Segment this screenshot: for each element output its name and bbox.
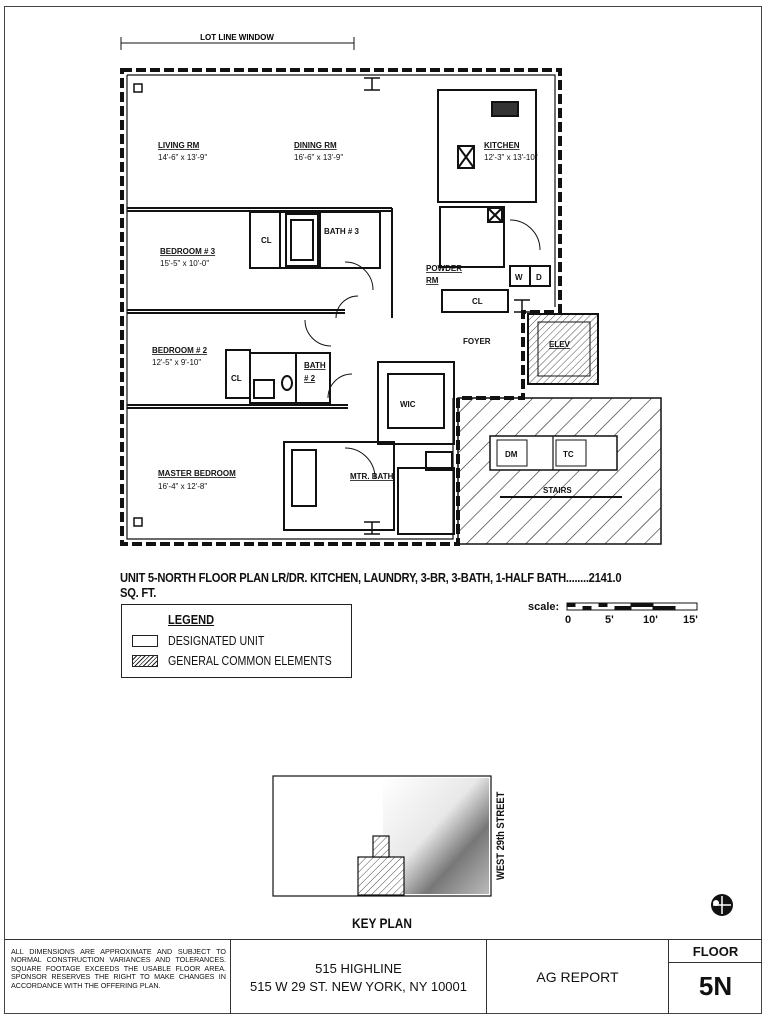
stairs-label: STAIRS xyxy=(543,486,572,495)
bedroom3-label: BEDROOM # 3 xyxy=(160,247,216,256)
bath2-label-2: # 2 xyxy=(304,374,316,383)
floor-value: 5N xyxy=(698,971,733,1001)
bedroom2-dims: 12'-5" x 9'-10" xyxy=(152,358,201,367)
building-address: 515 W 29 ST. NEW YORK, NY 10001 xyxy=(249,979,467,994)
living-room-label: LIVING RM xyxy=(158,141,200,150)
dryer-label: D xyxy=(536,273,542,282)
floor-cell: FLOOR 5N xyxy=(669,940,762,1014)
legend-box: LEGEND DESIGNATED UNIT GENERAL COMMON EL… xyxy=(121,604,352,678)
bath3-label: BATH # 3 xyxy=(324,227,360,236)
tc-label: TC xyxy=(563,450,574,459)
street-label: WEST 29th STREET xyxy=(495,791,507,880)
north-arrow-icon xyxy=(711,894,733,916)
lot-line-window-label: LOT LINE WINDOW xyxy=(200,33,274,42)
legend-title: LEGEND xyxy=(168,612,215,627)
dining-room-dims: 16'-6" x 13'-9" xyxy=(294,153,343,162)
scale-tick-5: 5' xyxy=(605,614,614,626)
legend-swatch-blank xyxy=(132,635,158,647)
powder-room-label-2: RM xyxy=(426,276,439,285)
living-room-dims: 14'-6" x 13'-9" xyxy=(158,153,207,162)
title-block: ALL DIMENSIONS ARE APPROXIMATE AND SUBJE… xyxy=(5,939,762,1014)
scale-tick-15: 15' xyxy=(683,614,698,626)
scale-bar xyxy=(566,602,698,611)
closet-label-foyer: CL xyxy=(472,297,483,306)
key-plan-drawing xyxy=(272,775,492,897)
report-name: AG REPORT xyxy=(536,969,619,985)
dining-room-label: DINING RM xyxy=(294,141,337,150)
column-markers xyxy=(133,77,530,535)
bedroom3-dims: 15'-5" x 10'-0" xyxy=(160,259,209,268)
bath2-label-1: BATH xyxy=(304,361,326,370)
disclaimer-cell: ALL DIMENSIONS ARE APPROXIMATE AND SUBJE… xyxy=(5,940,231,1014)
kitchen-dims: 12'-3" x 13'-10" xyxy=(484,153,538,162)
washer-label: W xyxy=(515,273,523,282)
elevator-label: ELEV xyxy=(549,340,571,349)
dm-label: DM xyxy=(505,450,518,459)
floor-divider xyxy=(669,962,762,963)
room-labels: LIVING RM 14'-6" x 13'-9" DINING RM 16'-… xyxy=(152,141,574,495)
building-cell: 515 HIGHLINE 515 W 29 ST. NEW YORK, NY 1… xyxy=(231,940,487,1014)
common-elements-area xyxy=(457,313,662,545)
scale-label: scale: xyxy=(528,601,560,613)
scale-tick-0: 0 xyxy=(565,614,572,626)
master-bath-label: MTR. BATH xyxy=(350,472,394,481)
legend-label: DESIGNATED UNIT xyxy=(168,633,265,648)
closet-label-bedroom3: CL xyxy=(261,236,272,245)
legend-label: GENERAL COMMON ELEMENTS xyxy=(168,653,332,668)
master-bedroom-label: MASTER BEDROOM xyxy=(158,469,236,478)
lot-line-window-dimension: LOT LINE WINDOW xyxy=(120,33,355,50)
unit-title: UNIT 5-NORTH FLOOR PLAN LR/DR. KITCHEN, … xyxy=(120,570,622,600)
disclaimer-text: ALL DIMENSIONS ARE APPROXIMATE AND SUBJE… xyxy=(11,947,226,990)
scale-tick-10: 10' xyxy=(643,614,658,626)
bedroom2-label: BEDROOM # 2 xyxy=(152,346,208,355)
wic-label: WIC xyxy=(400,400,416,409)
key-plan-title: KEY PLAN xyxy=(352,915,412,931)
building-name: 515 HIGHLINE xyxy=(315,961,402,976)
page-border xyxy=(4,6,762,1014)
floor-label: FLOOR xyxy=(692,944,739,959)
closet-label-bedroom2: CL xyxy=(231,374,242,383)
kitchen-label: KITCHEN xyxy=(484,141,520,150)
report-cell: AG REPORT xyxy=(487,940,669,1014)
powder-room-label-1: POWDER xyxy=(426,264,462,273)
master-bedroom-dims: 16'-4" x 12'-8" xyxy=(158,482,207,491)
legend-swatch-hatched xyxy=(132,655,158,667)
interior-walls xyxy=(127,89,551,535)
foyer-label: FOYER xyxy=(463,337,491,346)
